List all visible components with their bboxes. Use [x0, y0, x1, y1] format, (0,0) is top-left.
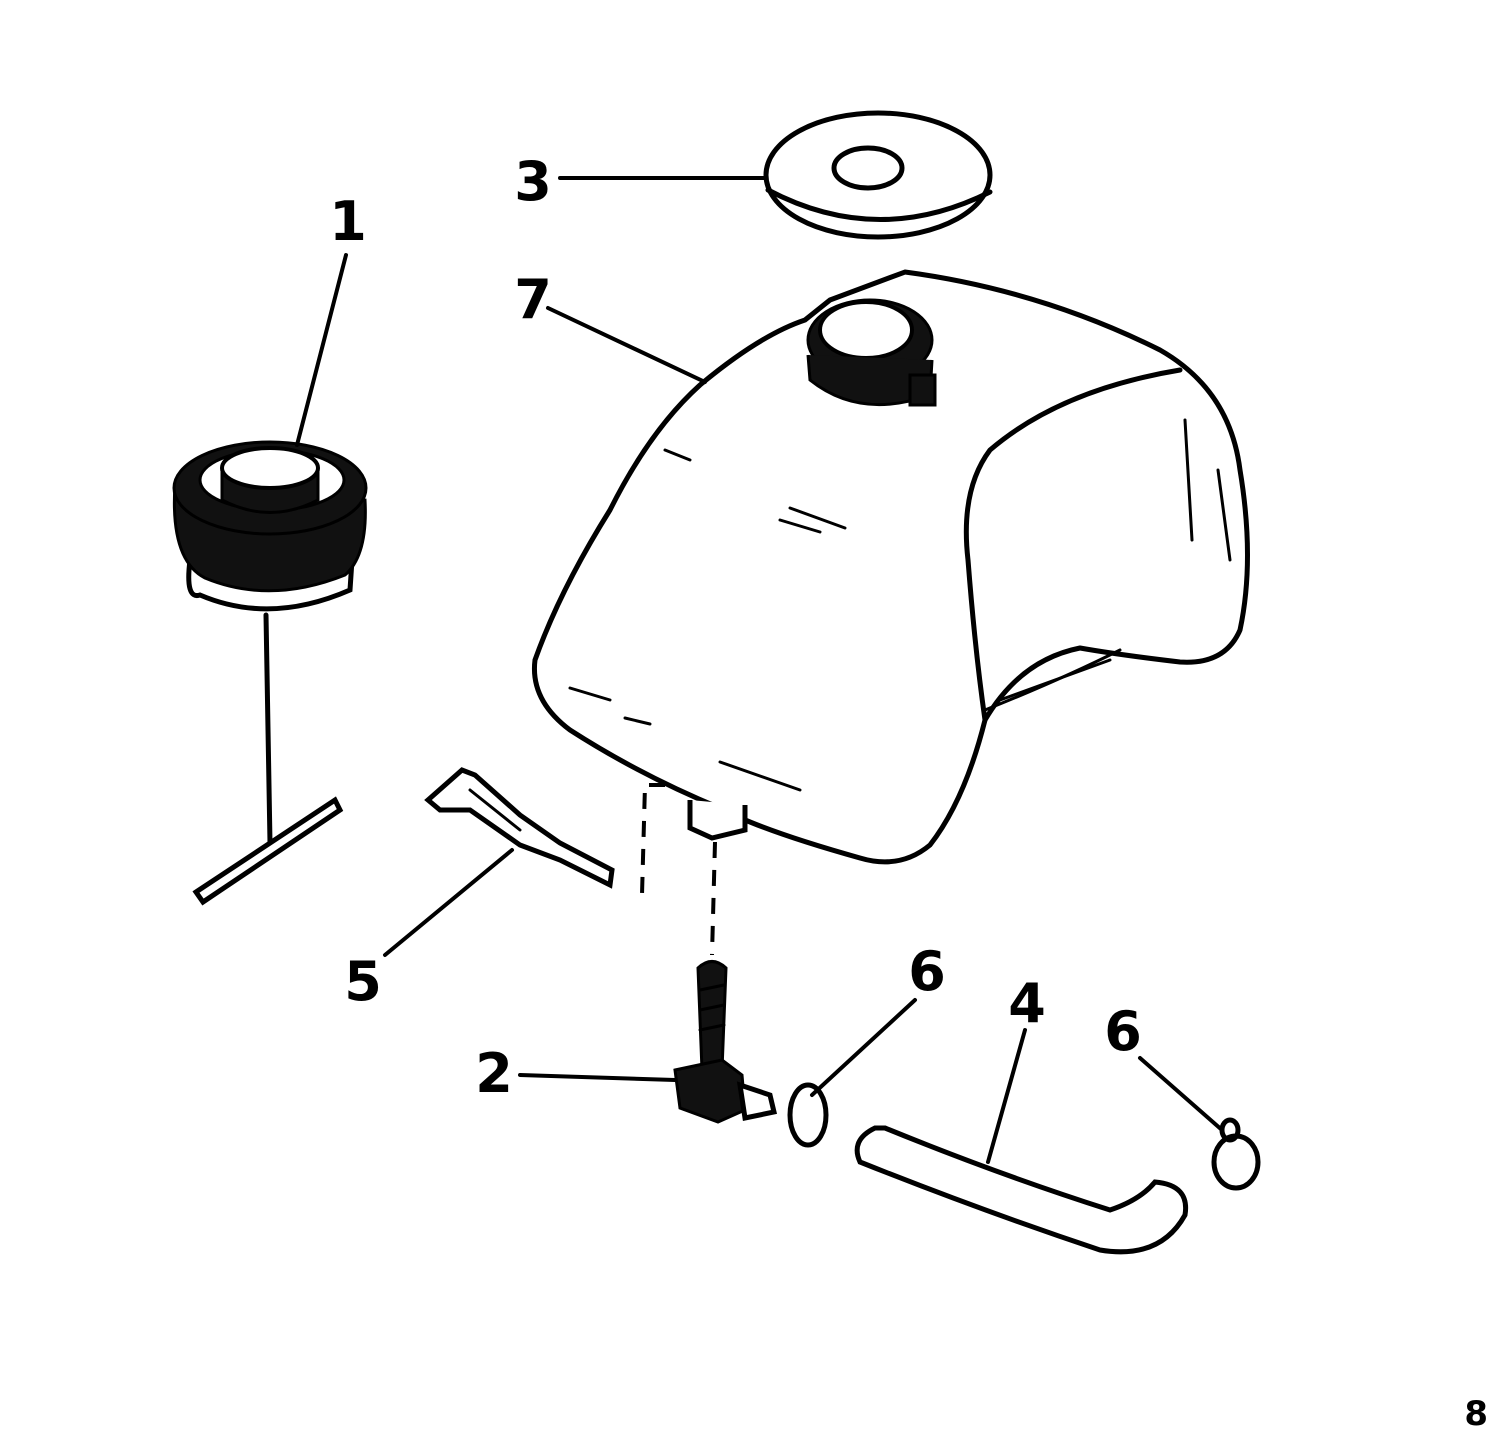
leader-line-6a	[810, 998, 917, 1097]
callout-6-left: 6	[908, 940, 946, 1003]
callout-2: 2	[475, 1042, 513, 1105]
callout-1: 1	[329, 190, 367, 253]
callout-4: 4	[1008, 972, 1046, 1035]
callout-5: 5	[344, 950, 382, 1013]
leader-line-2	[518, 1073, 677, 1082]
callout-6-right: 6	[1104, 1000, 1142, 1063]
leader-line-4	[986, 1028, 1027, 1164]
leader-line-6b	[1138, 1056, 1224, 1132]
part-bracket	[424, 767, 615, 889]
part-fuel-hose	[854, 1125, 1189, 1255]
part-shutoff-valve	[673, 960, 778, 1124]
assembly-line-bracket	[640, 783, 665, 896]
part-fuel-tank	[531, 269, 1250, 865]
leader-line-1	[295, 253, 348, 447]
page-number: 8	[1464, 1394, 1488, 1434]
callout-7: 7	[514, 268, 552, 331]
part-clamp-left	[787, 1082, 829, 1148]
assembly-line-valve	[710, 841, 717, 956]
leader-line-5	[383, 848, 514, 957]
part-filler-cap-dipstick	[172, 440, 368, 906]
callout-3: 3	[514, 150, 552, 213]
leader-line-7	[546, 306, 707, 384]
part-gasket-washer	[763, 110, 993, 240]
